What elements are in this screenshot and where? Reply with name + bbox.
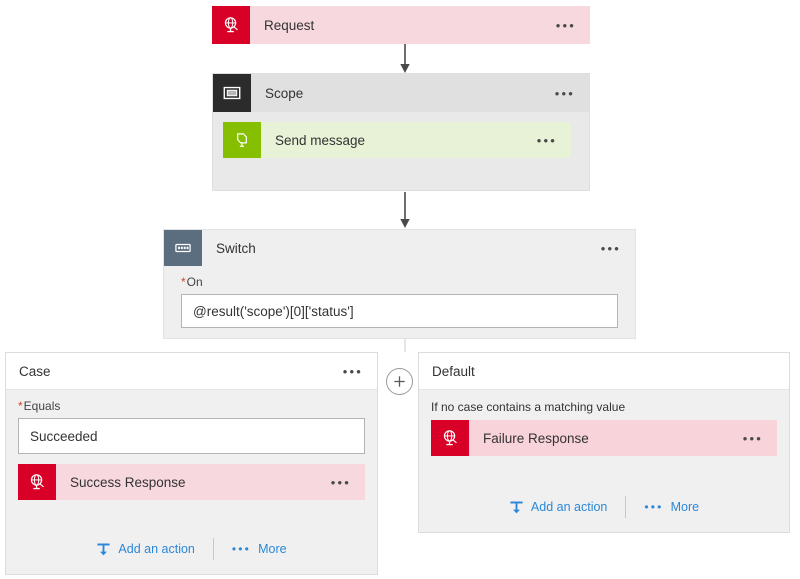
action-card-success-response[interactable]: Success Response ••• — [18, 464, 365, 500]
case-equals-input[interactable]: Succeeded — [18, 418, 365, 454]
scope-header[interactable]: Scope ••• — [213, 74, 589, 112]
action-card-send-message[interactable]: Send message ••• — [223, 122, 571, 158]
default-add-an-action-button[interactable]: Add an action — [509, 500, 607, 515]
default-more-button[interactable]: ••• More — [644, 500, 699, 514]
case-equals-label: *Equals — [18, 399, 61, 413]
scope-container[interactable]: Scope ••• Send message ••• — [212, 73, 590, 191]
switch-card[interactable]: Switch ••• *On @result('scope')[0]['stat… — [163, 229, 636, 339]
footer-divider — [212, 538, 214, 560]
case-panel-footer: Add an action ••• More — [6, 538, 377, 560]
request-globe-icon — [212, 6, 250, 44]
case-add-an-action-label: Add an action — [118, 542, 195, 556]
case-more-label: More — [258, 542, 287, 556]
more-dots-icon: ••• — [644, 500, 664, 514]
default-panel[interactable]: Default If no case contains a matching v… — [418, 352, 790, 533]
request-globe-icon — [431, 420, 469, 456]
required-marker: * — [18, 399, 23, 413]
default-panel-footer: Add an action ••• More — [419, 496, 789, 518]
send-message-title: Send message — [275, 132, 366, 148]
required-marker: * — [181, 275, 186, 289]
case-panel-body: *Equals Succeeded Success Response ••• — [6, 399, 377, 500]
default-more-label: More — [670, 500, 700, 514]
switch-header[interactable]: Switch ••• — [164, 230, 635, 266]
send-message-menu-button[interactable]: ••• — [536, 132, 557, 148]
trigger-title: Request — [264, 17, 315, 33]
scope-body: Send message ••• — [213, 112, 589, 190]
action-card-failure-response[interactable]: Failure Response ••• — [431, 420, 777, 456]
default-panel-header[interactable]: Default — [419, 353, 789, 390]
failure-response-menu-button[interactable]: ••• — [742, 430, 763, 446]
scope-frame-icon — [213, 74, 251, 112]
insert-action-icon — [97, 543, 111, 555]
service-bus-icon — [223, 122, 261, 158]
case-panel-title: Case — [19, 363, 51, 379]
case-panel-menu-button[interactable]: ••• — [342, 363, 363, 379]
connector-request-to-scope — [400, 44, 410, 73]
default-panel-hint: If no case contains a matching value — [431, 400, 626, 414]
case-more-button[interactable]: ••• More — [232, 542, 287, 556]
default-add-an-action-label: Add an action — [530, 500, 608, 514]
connector-scope-to-switch — [400, 192, 410, 228]
case-panel-header[interactable]: Case ••• — [6, 353, 377, 390]
success-response-menu-button[interactable]: ••• — [330, 474, 351, 490]
scope-menu-button[interactable]: ••• — [554, 85, 575, 101]
switch-icon — [164, 230, 202, 266]
connector-switch-to-branches — [404, 339, 406, 352]
add-case-button[interactable] — [386, 368, 413, 395]
switch-menu-button[interactable]: ••• — [600, 240, 621, 256]
switch-body: *On @result('scope')[0]['status'] — [164, 266, 635, 338]
failure-response-title: Failure Response — [483, 430, 589, 446]
more-dots-icon: ••• — [231, 542, 252, 556]
switch-title: Switch — [216, 240, 256, 256]
default-panel-title: Default — [432, 363, 475, 379]
trigger-card-request[interactable]: Request ••• — [212, 6, 590, 44]
footer-divider — [625, 496, 627, 518]
plus-icon — [394, 376, 405, 387]
default-panel-body: If no case contains a matching value Fai… — [419, 400, 789, 456]
switch-on-input[interactable]: @result('scope')[0]['status'] — [181, 294, 618, 328]
scope-title: Scope — [265, 85, 304, 101]
success-response-title: Success Response — [70, 474, 186, 490]
insert-action-icon — [510, 501, 523, 513]
case-panel[interactable]: Case ••• *Equals Succeeded — [5, 352, 378, 575]
case-add-an-action-button[interactable]: Add an action — [96, 542, 195, 557]
trigger-menu-button[interactable]: ••• — [555, 17, 576, 33]
switch-on-label: *On — [181, 275, 203, 289]
request-globe-icon — [18, 464, 56, 500]
